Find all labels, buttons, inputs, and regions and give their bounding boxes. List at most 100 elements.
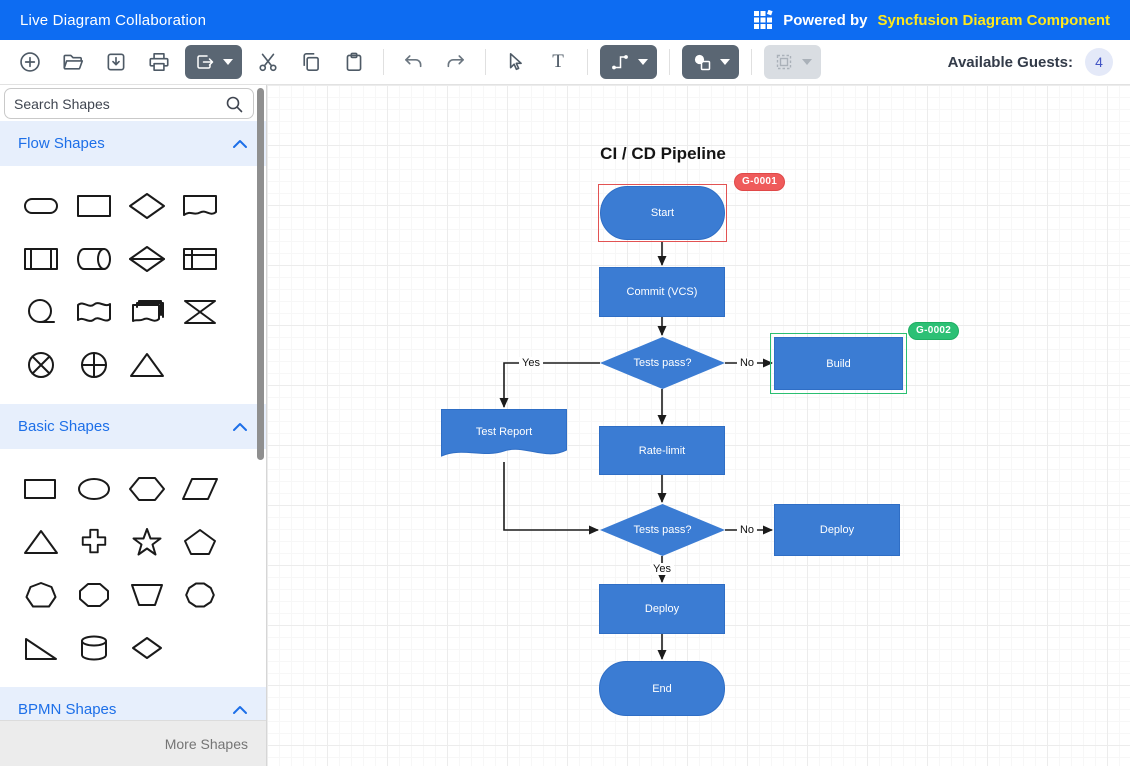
shape-decagon[interactable]: [173, 568, 226, 621]
shape-ellipse[interactable]: [67, 462, 120, 515]
shape-multi-document[interactable]: [120, 285, 173, 338]
node-label: End: [652, 682, 672, 695]
shapes-icon: [694, 54, 711, 71]
powered-by-label: Powered by: [783, 11, 868, 29]
shape-sort[interactable]: [120, 232, 173, 285]
terminator-icon: [23, 197, 58, 214]
shape-predefined-process[interactable]: [14, 232, 67, 285]
diagram-canvas[interactable]: CI / CD Pipeline: [267, 85, 1130, 766]
shape-cylinder[interactable]: [67, 621, 120, 674]
chevron-down-icon: [223, 59, 233, 65]
undo-button[interactable]: [396, 45, 430, 79]
shape-parallelogram[interactable]: [173, 462, 226, 515]
section-label: Basic Shapes: [18, 418, 110, 435]
search-shapes-box: [4, 88, 254, 119]
shape-plus[interactable]: [67, 515, 120, 568]
direct-data-icon: [76, 247, 111, 270]
search-input[interactable]: [5, 94, 224, 113]
shape-trapezoid[interactable]: [120, 568, 173, 621]
node-deploy-branch[interactable]: Deploy: [774, 504, 900, 556]
section-header-flow-shapes[interactable]: Flow Shapes: [0, 121, 266, 166]
shape-octagon[interactable]: [67, 568, 120, 621]
process-icon: [76, 194, 111, 217]
node-rate-limit[interactable]: Rate-limit: [599, 426, 725, 475]
decagon-icon: [184, 582, 215, 607]
group-dropdown-button[interactable]: [764, 45, 821, 79]
shape-star[interactable]: [120, 515, 173, 568]
toolbar-separator: [669, 49, 670, 75]
new-diagram-button[interactable]: [13, 45, 47, 79]
toolbar-separator: [587, 49, 588, 75]
toolbar: T Available Guests: 4: [0, 40, 1130, 85]
rectangle-icon: [23, 478, 56, 499]
chevron-down-icon: [802, 59, 812, 65]
shape-process[interactable]: [67, 179, 120, 232]
chevron-up-icon: [233, 422, 247, 431]
shape-diamond[interactable]: [120, 621, 173, 674]
shape-terminator[interactable]: [14, 179, 67, 232]
parallelogram-icon: [181, 477, 218, 500]
shape-paper-tape[interactable]: [67, 285, 120, 338]
available-guests-count-badge: 4: [1085, 48, 1113, 76]
sort-icon: [128, 245, 165, 272]
plus-icon: [81, 528, 106, 553]
collate-icon: [183, 299, 216, 324]
section-header-basic-shapes[interactable]: Basic Shapes: [0, 404, 266, 449]
node-tests-pass-2[interactable]: Tests pass?: [600, 504, 725, 556]
available-guests: Available Guests: 4: [948, 48, 1117, 76]
node-deploy[interactable]: Deploy: [599, 584, 725, 634]
powered-by: Powered by Syncfusion Diagram Component: [753, 10, 1110, 30]
node-build[interactable]: Build: [774, 337, 903, 390]
add-icon: [20, 52, 40, 72]
text-tool-button[interactable]: T: [541, 45, 575, 79]
or-icon: [80, 351, 107, 378]
shape-sequential-data[interactable]: [14, 285, 67, 338]
shape-direct-data[interactable]: [67, 232, 120, 285]
shapes-dropdown-button[interactable]: [682, 45, 739, 79]
node-test-report[interactable]: Test Report: [441, 409, 567, 462]
print-button[interactable]: [142, 45, 176, 79]
open-button[interactable]: [56, 45, 90, 79]
scissors-icon: [259, 53, 277, 72]
shape-hexagon[interactable]: [120, 462, 173, 515]
copy-icon: [303, 53, 319, 71]
connector-dropdown-button[interactable]: [600, 45, 657, 79]
shape-heptagon[interactable]: [14, 568, 67, 621]
brand-link[interactable]: Syncfusion Diagram Component: [877, 11, 1110, 29]
shape-document[interactable]: [173, 179, 226, 232]
pointer-tool-button[interactable]: [498, 45, 532, 79]
export-dropdown-button[interactable]: [185, 45, 242, 79]
shape-palette-sidebar: Flow Shapes Basic S: [0, 85, 267, 766]
node-end[interactable]: End: [599, 661, 725, 716]
save-button[interactable]: [99, 45, 133, 79]
edge-label-yes-1: Yes: [519, 357, 543, 369]
shape-right-triangle[interactable]: [14, 621, 67, 674]
more-shapes-link[interactable]: More Shapes: [164, 735, 248, 752]
shape-decision[interactable]: [120, 179, 173, 232]
shape-collate[interactable]: [173, 285, 226, 338]
hexagon-icon: [128, 476, 165, 501]
search-icon[interactable]: [224, 94, 244, 114]
node-tests-pass-1[interactable]: Tests pass?: [600, 337, 725, 389]
node-commit[interactable]: Commit (VCS): [599, 267, 725, 317]
sidebar-scrollbar[interactable]: [257, 88, 264, 460]
document-shape: [441, 409, 567, 457]
shape-or[interactable]: [67, 338, 120, 391]
shape-internal-storage[interactable]: [173, 232, 226, 285]
syncfusion-logo-icon: [754, 10, 773, 29]
merge-icon: [129, 352, 164, 377]
shape-rectangle[interactable]: [14, 462, 67, 515]
shape-pentagon[interactable]: [173, 515, 226, 568]
guest-badge-g0001: G-0001: [734, 173, 786, 191]
paste-button[interactable]: [337, 45, 371, 79]
node-start[interactable]: Start: [600, 186, 725, 240]
redo-button[interactable]: [439, 45, 473, 79]
predefined-process-icon: [23, 247, 58, 270]
shape-merge[interactable]: [120, 338, 173, 391]
cut-button[interactable]: [251, 45, 285, 79]
copy-button[interactable]: [294, 45, 328, 79]
shape-summing-junction[interactable]: [14, 338, 67, 391]
edge-label-no-2: No: [736, 524, 758, 536]
download-icon: [107, 53, 125, 71]
shape-triangle[interactable]: [14, 515, 67, 568]
